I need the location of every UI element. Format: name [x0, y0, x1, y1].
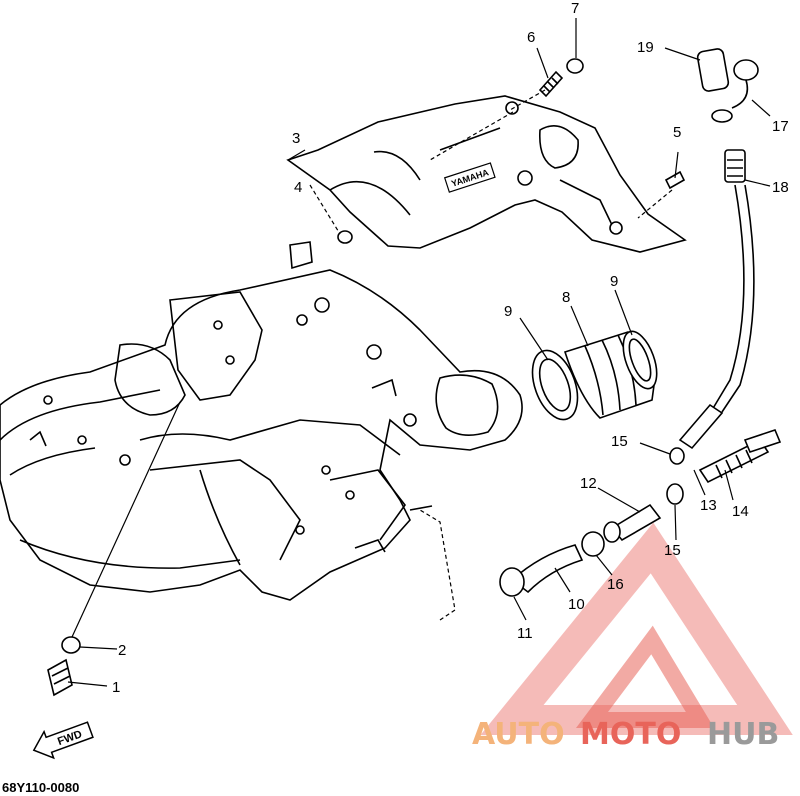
- leader-lines: [67, 18, 771, 687]
- callout-13: 13: [700, 497, 717, 514]
- callout-5: 5: [673, 124, 681, 141]
- muffler-assembly: [0, 241, 523, 601]
- callout-9b: 9: [610, 273, 618, 290]
- callout-16: 16: [607, 576, 624, 593]
- upper-cover: YAMAHA: [286, 95, 687, 253]
- callout-15a: 15: [611, 433, 628, 450]
- callout-8: 8: [562, 289, 570, 306]
- water-line: [499, 48, 782, 597]
- watermark-auto: AUTO: [472, 717, 565, 752]
- callout-17: 17: [772, 118, 789, 135]
- callout-4: 4: [294, 179, 302, 196]
- watermark-text: AUTO MOTO HUB: [472, 717, 779, 752]
- watermark-hub: HUB: [707, 717, 779, 752]
- callout-12: 12: [580, 475, 597, 492]
- callout-6: 6: [527, 29, 535, 46]
- callout-labels: 1 2 3 4 5 6 7 8 9 9 10 11 12 13 14 15 15…: [112, 0, 789, 696]
- callout-9a: 9: [504, 303, 512, 320]
- callout-2: 2: [118, 642, 126, 659]
- fasteners: [47, 58, 686, 697]
- callout-18: 18: [772, 179, 789, 196]
- callout-3: 3: [292, 130, 300, 147]
- callout-1: 1: [112, 679, 120, 696]
- callout-19: 19: [637, 39, 654, 56]
- callout-10: 10: [568, 596, 585, 613]
- watermark-logo: [480, 522, 793, 735]
- callout-7: 7: [571, 0, 579, 17]
- callout-11: 11: [517, 625, 533, 642]
- callout-14: 14: [732, 503, 749, 520]
- diagram-code: 68Y110-0080: [2, 780, 79, 795]
- rubber-joint: [531, 330, 658, 421]
- fwd-arrow: FWD: [32, 721, 94, 760]
- watermark-moto: MOTO: [580, 717, 681, 752]
- callout-15b: 15: [664, 542, 681, 559]
